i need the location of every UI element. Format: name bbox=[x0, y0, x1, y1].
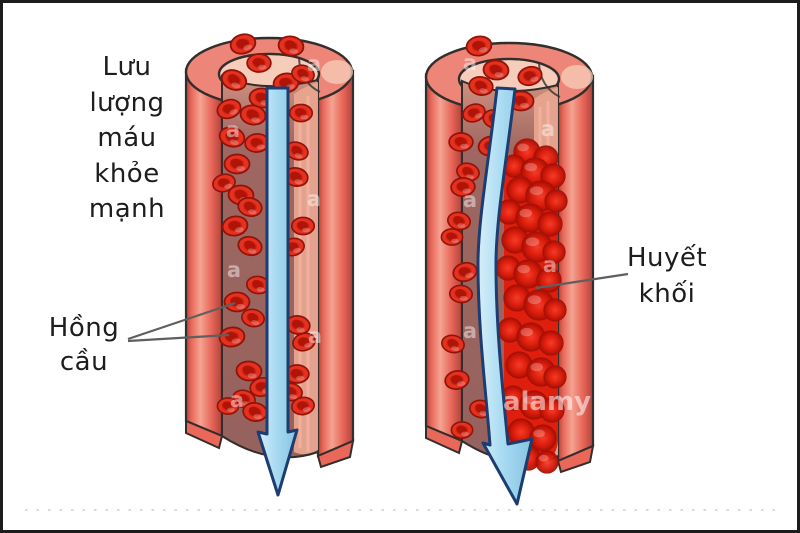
watermark-letter: a bbox=[463, 188, 477, 212]
red-blood-cell bbox=[229, 33, 257, 55]
clot-bump bbox=[543, 365, 567, 389]
red-blood-cell bbox=[220, 69, 248, 91]
label-line: mạnh bbox=[89, 194, 165, 224]
red-blood-cell bbox=[468, 76, 494, 96]
red-blood-cell bbox=[482, 59, 510, 81]
red-blood-cell bbox=[440, 228, 464, 246]
red-blood-cell bbox=[221, 215, 249, 237]
label-line: máu bbox=[97, 123, 156, 153]
red-blood-cell bbox=[292, 332, 316, 352]
leader-line bbox=[127, 301, 236, 341]
red-blood-cell bbox=[448, 284, 474, 304]
red-blood-cell bbox=[290, 216, 316, 236]
watermark-letter: a bbox=[226, 118, 240, 142]
label-red-blood-cells: Hồng cầu bbox=[49, 313, 119, 377]
restricted-flow-arrow bbox=[476, 86, 534, 506]
red-blood-cell bbox=[218, 326, 246, 348]
alamy-watermark: alamy bbox=[503, 387, 591, 417]
label-line: Huyết bbox=[627, 243, 707, 273]
red-blood-cell bbox=[277, 35, 305, 57]
watermark-letter: a bbox=[307, 187, 321, 211]
clot-bump bbox=[543, 298, 567, 322]
label-line: lượng bbox=[89, 88, 164, 118]
red-blood-cell bbox=[216, 98, 242, 120]
red-blood-cell bbox=[237, 235, 263, 257]
leader-line bbox=[127, 333, 230, 343]
watermark-letter: a bbox=[541, 117, 555, 141]
red-blood-cell bbox=[517, 65, 543, 87]
red-blood-cell bbox=[244, 133, 270, 153]
watermark-letter: a bbox=[463, 319, 477, 343]
red-blood-cell bbox=[235, 360, 263, 382]
clot-bump bbox=[537, 211, 563, 237]
label-line: khỏe bbox=[94, 159, 159, 189]
red-blood-cell bbox=[291, 396, 315, 416]
thrombus-clot bbox=[495, 138, 568, 474]
red-blood-cell bbox=[450, 177, 476, 197]
red-blood-cell bbox=[223, 291, 251, 313]
red-blood-cell bbox=[216, 397, 240, 415]
clot-bump bbox=[535, 450, 559, 474]
clot-bump bbox=[544, 189, 568, 213]
red-blood-cell bbox=[245, 275, 271, 295]
leader-line bbox=[535, 272, 629, 290]
red-blood-cell bbox=[444, 370, 470, 390]
red-blood-cell bbox=[218, 126, 246, 148]
red-blood-cell bbox=[462, 103, 486, 123]
leader-lines bbox=[127, 272, 629, 343]
watermark-letter: a bbox=[230, 388, 244, 412]
red-blood-cell bbox=[288, 103, 314, 123]
red-blood-cell bbox=[212, 173, 236, 193]
red-blood-cell bbox=[447, 211, 471, 231]
red-blood-cell bbox=[283, 167, 309, 187]
watermark-letter: a bbox=[307, 52, 321, 76]
clot-bump bbox=[539, 397, 565, 423]
red-blood-cell bbox=[246, 53, 272, 73]
watermark-letter: a bbox=[227, 258, 241, 282]
red-blood-cell bbox=[285, 315, 311, 335]
clot-bump bbox=[538, 330, 564, 356]
red-blood-cell bbox=[450, 421, 474, 439]
red-blood-cell bbox=[441, 334, 465, 354]
label-healthy-blood-flow: Lưu lượng máu khỏe mạnh bbox=[89, 52, 165, 224]
red-blood-cell bbox=[223, 153, 251, 175]
red-blood-cell bbox=[291, 64, 315, 84]
watermark-letter: a bbox=[308, 324, 322, 348]
red-blood-cell bbox=[241, 308, 265, 328]
red-blood-cell bbox=[465, 35, 493, 57]
red-blood-cells-right-vessel bbox=[440, 35, 543, 439]
clot-bump bbox=[542, 240, 566, 264]
red-blood-cell bbox=[237, 196, 263, 218]
label-line: cầu bbox=[60, 347, 108, 377]
label-line: Hồng bbox=[49, 313, 119, 343]
label-line: khối bbox=[639, 279, 696, 309]
watermark-letter: a bbox=[463, 51, 477, 75]
label-thrombus: Huyết khối bbox=[627, 243, 707, 309]
red-blood-cell bbox=[448, 132, 474, 152]
red-blood-cell bbox=[239, 104, 267, 126]
red-blood-cell bbox=[452, 261, 478, 283]
red-blood-cell bbox=[242, 402, 268, 422]
watermark-letters: a a a a a a a a a a a bbox=[226, 51, 557, 412]
watermark-letter: a bbox=[543, 253, 557, 277]
healthy-flow-arrow bbox=[256, 86, 299, 497]
label-line: Lưu bbox=[103, 52, 152, 82]
